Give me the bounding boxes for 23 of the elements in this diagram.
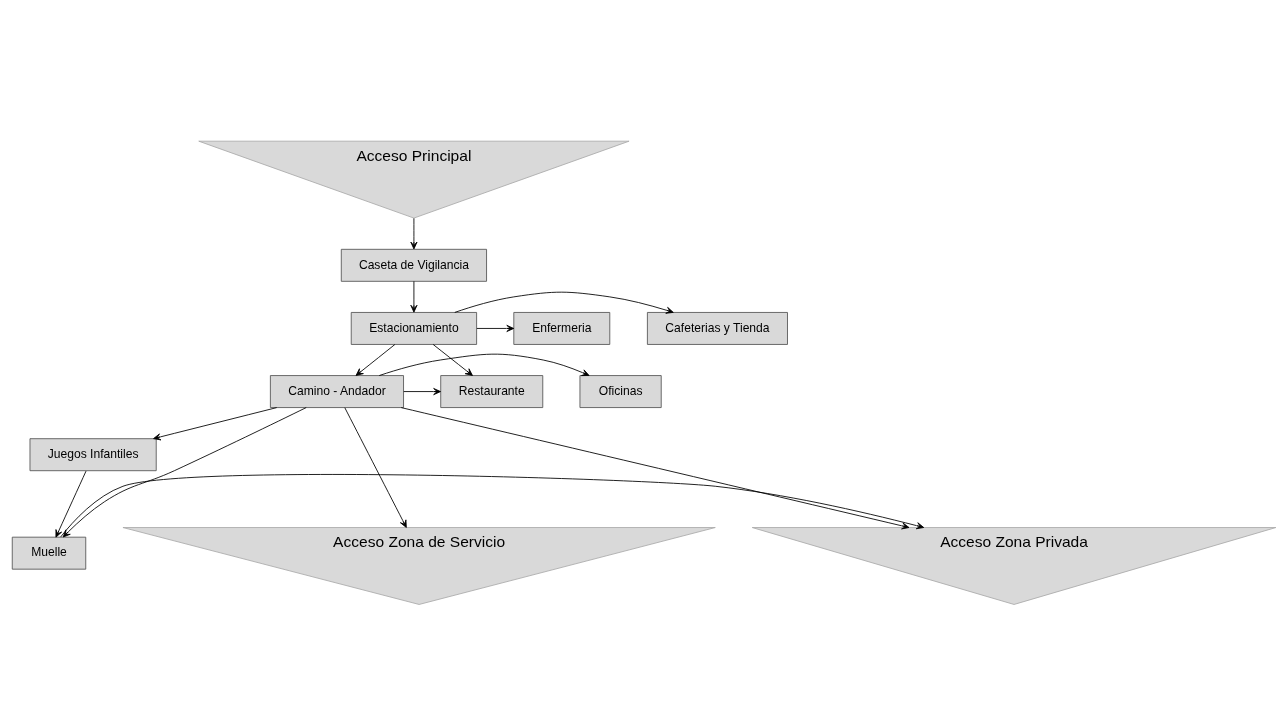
node-box: Juegos Infantiles bbox=[29, 437, 157, 471]
arrow bbox=[60, 473, 925, 537]
arrow bbox=[432, 343, 473, 376]
node-box: Oficinas bbox=[579, 374, 662, 408]
arrow bbox=[410, 217, 418, 249]
arrow bbox=[410, 280, 418, 313]
node-box: Estacionamiento bbox=[350, 311, 478, 345]
node-box: Caseta de Vigilancia bbox=[340, 248, 487, 282]
arrow bbox=[403, 387, 441, 395]
node-box: Muelle bbox=[11, 536, 87, 570]
arrow bbox=[454, 291, 674, 314]
node-box: Cafeterias y Tienda bbox=[646, 311, 788, 345]
arrow bbox=[476, 324, 515, 332]
arrow bbox=[355, 343, 396, 376]
arrow bbox=[62, 406, 307, 537]
arrow bbox=[153, 406, 278, 440]
arrow bbox=[400, 406, 910, 529]
node-box: Camino - Andador bbox=[269, 374, 404, 408]
node-box: Restaurante bbox=[440, 374, 544, 408]
arrow bbox=[378, 353, 590, 376]
node-box: Enfermeria bbox=[513, 311, 611, 345]
arrow bbox=[344, 406, 407, 528]
arrow bbox=[55, 470, 87, 538]
